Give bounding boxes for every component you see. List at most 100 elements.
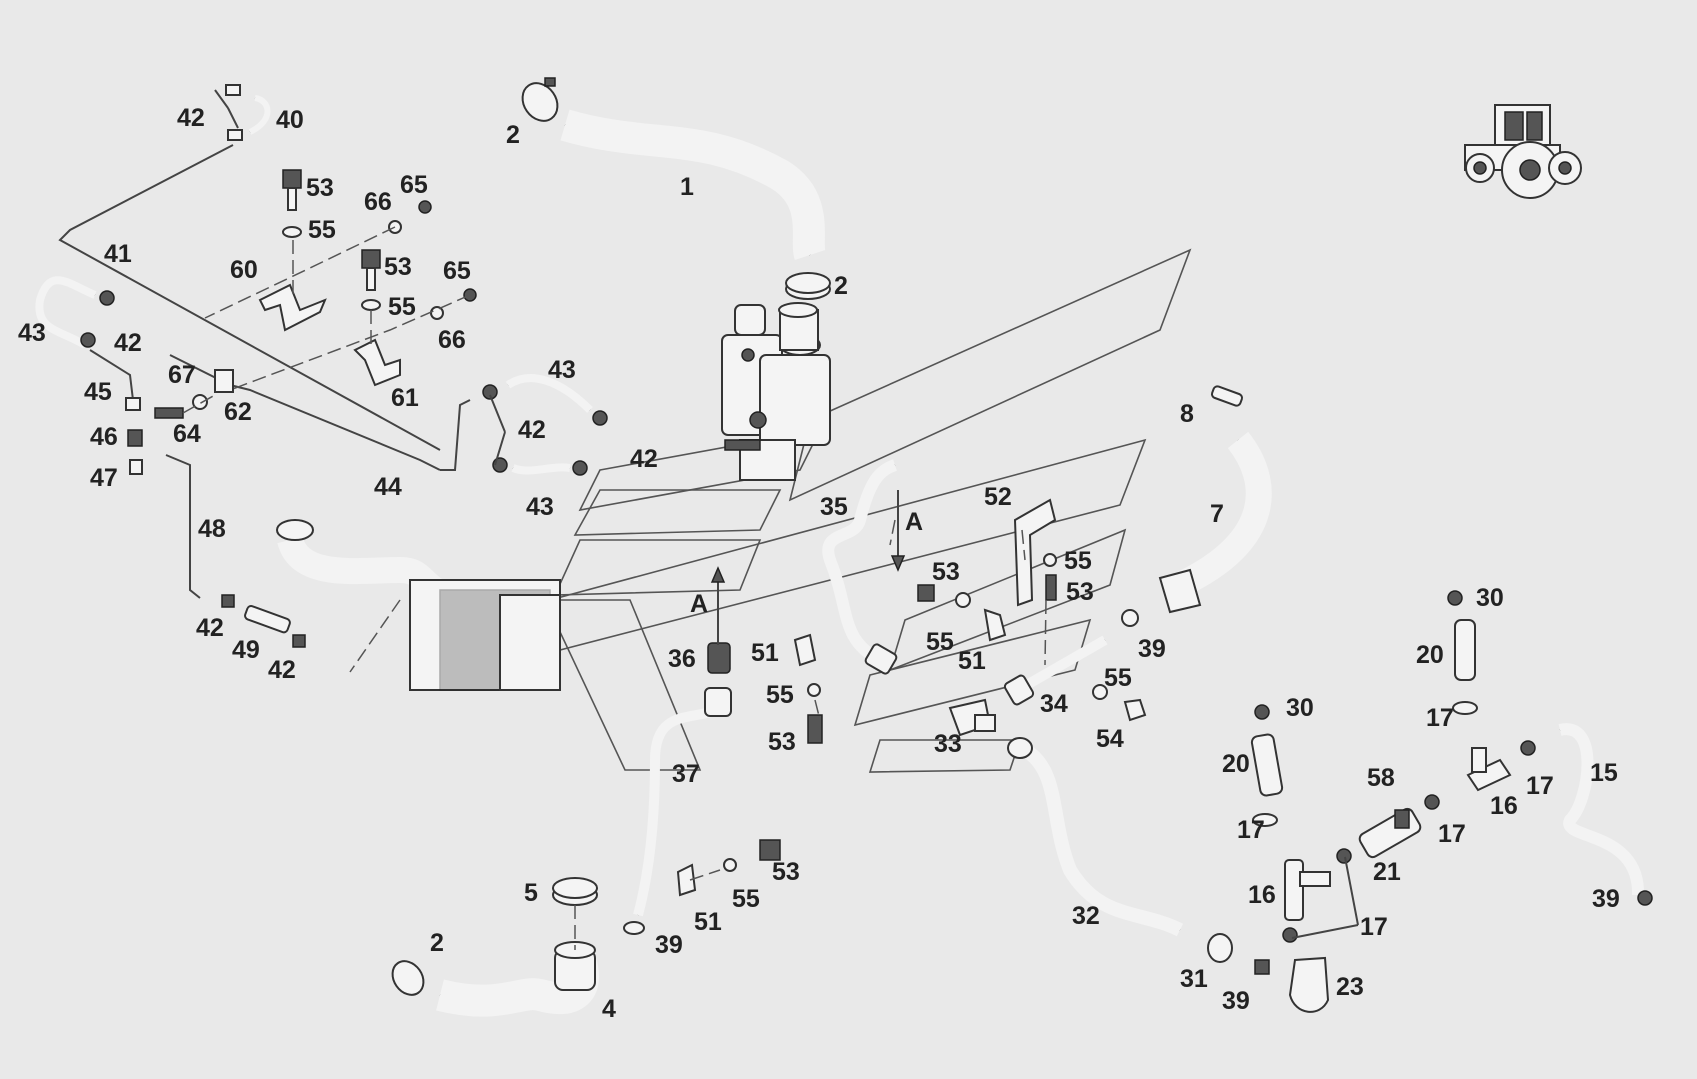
callout-4: 4 bbox=[602, 995, 616, 1023]
callout-17: 17 bbox=[1438, 820, 1466, 848]
clamps-small bbox=[80, 290, 1653, 943]
view-marker-a1: A bbox=[690, 590, 708, 618]
callout-42: 42 bbox=[518, 416, 546, 444]
callout-51: 51 bbox=[694, 908, 722, 936]
callout-53: 53 bbox=[1066, 578, 1094, 606]
callout-53: 53 bbox=[384, 253, 412, 281]
pipe-35 bbox=[822, 459, 898, 675]
callout-55: 55 bbox=[1104, 664, 1132, 692]
callout-30: 30 bbox=[1476, 584, 1504, 612]
callout-49: 49 bbox=[232, 636, 260, 664]
leader-lines bbox=[182, 226, 1047, 950]
callout-53: 53 bbox=[932, 558, 960, 586]
callout-51: 51 bbox=[958, 647, 986, 675]
callout-47: 47 bbox=[90, 464, 118, 492]
callout-55: 55 bbox=[926, 628, 954, 656]
callout-35: 35 bbox=[820, 493, 848, 521]
callout-42: 42 bbox=[177, 104, 205, 132]
callout-53: 53 bbox=[772, 858, 800, 886]
callout-8: 8 bbox=[1180, 400, 1194, 428]
callout-33: 33 bbox=[934, 730, 962, 758]
hose-43-right bbox=[505, 374, 593, 475]
bracket-51-mid bbox=[793, 633, 823, 744]
hose-20-lower bbox=[1250, 733, 1284, 827]
hose-15 bbox=[1558, 723, 1645, 896]
callout-55: 55 bbox=[1064, 547, 1092, 575]
callout-42: 42 bbox=[268, 656, 296, 684]
callout-40: 40 bbox=[276, 106, 304, 134]
callout-53: 53 bbox=[306, 174, 334, 202]
pipe-34 bbox=[1003, 635, 1147, 722]
callout-54: 54 bbox=[1096, 725, 1124, 753]
callout-39: 39 bbox=[1138, 635, 1166, 663]
bracket-62 bbox=[214, 369, 234, 393]
callout-20: 20 bbox=[1416, 641, 1444, 669]
callout-51: 51 bbox=[751, 639, 779, 667]
tee-33 bbox=[948, 698, 996, 737]
callout-55: 55 bbox=[308, 216, 336, 244]
clamp-5 bbox=[552, 877, 598, 906]
callout-39: 39 bbox=[1222, 987, 1250, 1015]
callout-45: 45 bbox=[84, 378, 112, 406]
callout-43: 43 bbox=[18, 319, 46, 347]
callout-60: 60 bbox=[230, 256, 258, 284]
callout-67: 67 bbox=[168, 361, 196, 389]
callout-32: 32 bbox=[1072, 902, 1100, 930]
thermostat-housing bbox=[721, 302, 831, 481]
callout-39: 39 bbox=[1592, 885, 1620, 913]
bolts-53-left bbox=[154, 169, 477, 419]
hose-7 bbox=[1158, 431, 1272, 614]
callout-2: 2 bbox=[834, 272, 848, 300]
callout-43: 43 bbox=[526, 493, 554, 521]
callout-1: 1 bbox=[680, 173, 694, 201]
callout-46: 46 bbox=[90, 423, 118, 451]
clamp-2-top bbox=[521, 77, 559, 122]
callout-65: 65 bbox=[443, 257, 471, 285]
bracket-61 bbox=[353, 338, 401, 387]
callout-16: 16 bbox=[1490, 792, 1518, 820]
hose-4 bbox=[436, 941, 599, 1017]
callout-17: 17 bbox=[1237, 816, 1265, 844]
callout-43: 43 bbox=[548, 356, 576, 384]
callout-17: 17 bbox=[1360, 913, 1388, 941]
callout-20: 20 bbox=[1222, 750, 1250, 778]
callout-2: 2 bbox=[506, 121, 520, 149]
callout-37: 37 bbox=[672, 760, 700, 788]
tractor-icon bbox=[1464, 104, 1582, 199]
callout-2: 2 bbox=[430, 929, 444, 957]
bracket-52 bbox=[917, 498, 1057, 642]
pipe-44 bbox=[169, 354, 471, 471]
heater-unit bbox=[276, 519, 561, 691]
callout-64: 64 bbox=[173, 420, 201, 448]
valve-21 bbox=[1358, 807, 1422, 859]
callout-55: 55 bbox=[766, 681, 794, 709]
bracket-51-bottom bbox=[676, 839, 781, 897]
pipe-41 bbox=[58, 144, 441, 451]
view-arrow-1 bbox=[710, 566, 726, 645]
callout-66: 66 bbox=[364, 188, 392, 216]
callout-leaders bbox=[214, 89, 1359, 939]
hose-40 bbox=[225, 84, 271, 141]
callout-41: 41 bbox=[104, 240, 132, 268]
callout-34: 34 bbox=[1040, 690, 1068, 718]
callout-66: 66 bbox=[438, 326, 466, 354]
hose-49 bbox=[221, 594, 306, 648]
callout-42: 42 bbox=[196, 614, 224, 642]
callout-55: 55 bbox=[732, 885, 760, 913]
hose-32 bbox=[1007, 737, 1270, 975]
clamp-8 bbox=[1210, 385, 1244, 407]
hose-20-upper bbox=[1452, 619, 1478, 715]
callout-42: 42 bbox=[114, 329, 142, 357]
pipe-45-48 bbox=[89, 349, 201, 599]
callout-21: 21 bbox=[1373, 858, 1401, 886]
callout-61: 61 bbox=[391, 384, 419, 412]
callout-62: 62 bbox=[224, 398, 252, 426]
callout-48: 48 bbox=[198, 515, 226, 543]
callout-55: 55 bbox=[388, 293, 416, 321]
callout-42: 42 bbox=[630, 445, 658, 473]
tee-16-lower bbox=[1284, 859, 1331, 921]
callout-58: 58 bbox=[1367, 764, 1395, 792]
callout-5: 5 bbox=[524, 879, 538, 907]
callout-65: 65 bbox=[400, 171, 428, 199]
